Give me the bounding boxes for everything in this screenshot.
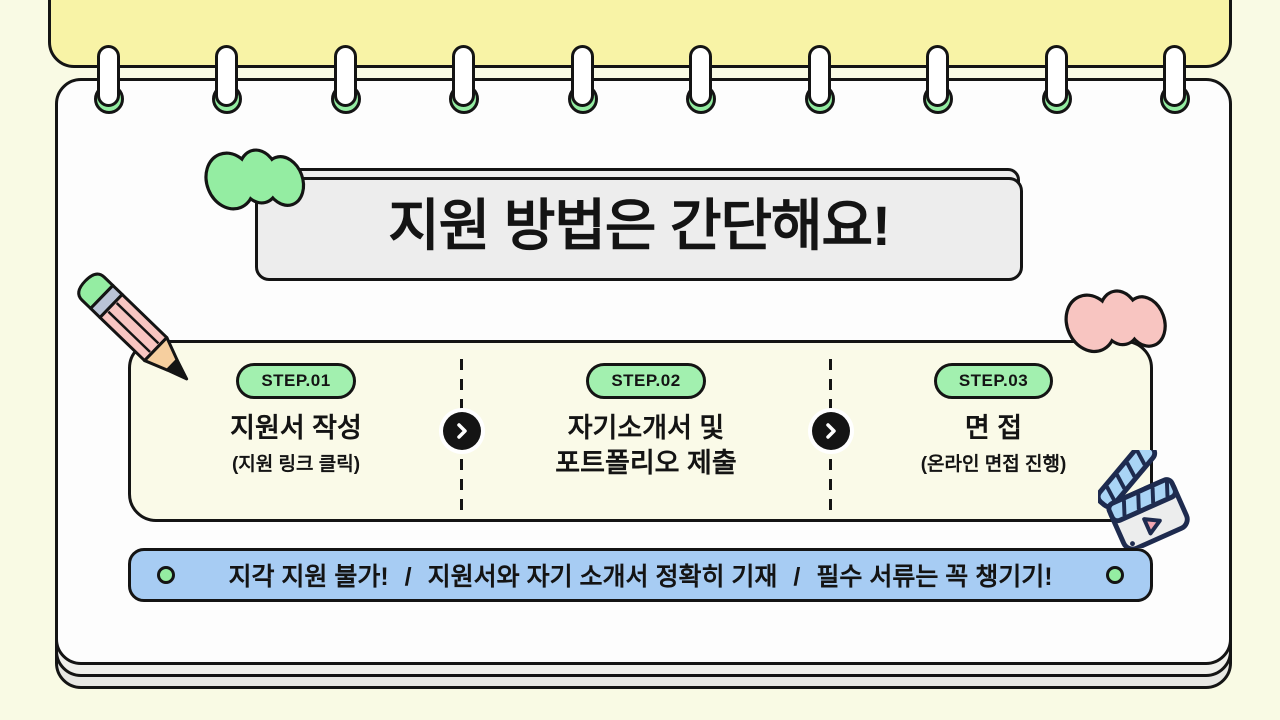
ring-loop — [97, 45, 120, 107]
step-2-title-line1: 자기소개서 및 — [567, 413, 725, 443]
step-3: STEP.03 면 접 (온라인 면접 진행) — [831, 343, 1156, 519]
ring-loop — [452, 45, 475, 107]
binder-ring-icon — [211, 45, 242, 114]
notice-text: 지각 지원 불가! / 지원서와 자기 소개서 정확히 기재 / 필수 서류는 꼭 챙기… — [228, 557, 1052, 593]
step-2: STEP.02 자기소개서 및 포트폴리오 제출 — [461, 343, 831, 519]
binder-ring-icon — [804, 45, 835, 114]
step-1-badge: STEP.01 — [236, 363, 356, 399]
ring-loop — [689, 45, 712, 107]
arrow-right-icon — [443, 412, 481, 450]
notice-segment-2: 지원서와 자기 소개서 정확히 기재 — [427, 563, 778, 591]
step-3-subtitle: (온라인 면접 진행) — [920, 453, 1067, 475]
slash-separator: / — [793, 563, 801, 591]
ring-loop — [926, 45, 949, 107]
ring-loop — [571, 45, 594, 107]
dot-icon — [1106, 566, 1124, 584]
slash-separator: / — [404, 563, 412, 591]
step-1-title: 지원서 작성 — [230, 413, 362, 443]
ring-loop — [334, 45, 357, 107]
notice-segment-3: 필수 서류는 꼭 챙기기! — [816, 563, 1053, 591]
binder-ring-icon — [685, 45, 716, 114]
notice-banner: 지각 지원 불가! / 지원서와 자기 소개서 정확히 기재 / 필수 서류는 꼭 챙기… — [128, 548, 1153, 602]
binder-ring-icon — [1159, 45, 1190, 114]
pencil-icon — [77, 272, 189, 381]
cloud-doodle-pink-icon — [1064, 289, 1167, 354]
arrow-right-icon — [812, 412, 850, 450]
page-title: 지원 방법은 간단해요! — [388, 193, 890, 257]
step-1: STEP.01 지원서 작성 (지원 링크 클릭) — [131, 343, 461, 519]
binder-ring-icon — [567, 45, 598, 114]
ring-loop — [808, 45, 831, 107]
step-2-badge: STEP.02 — [586, 363, 706, 399]
step-3-title: 면 접 — [964, 413, 1023, 443]
ring-loop — [1163, 45, 1186, 107]
notice-segment-1: 지각 지원 불가! — [228, 563, 389, 591]
step-2-title-line2: 포트폴리오 제출 — [555, 447, 737, 478]
binder-ring-icon — [448, 45, 479, 114]
dot-icon — [157, 566, 175, 584]
clapperboard-icon — [1098, 450, 1190, 548]
ring-loop — [1045, 45, 1068, 107]
step-3-badge: STEP.03 — [933, 363, 1054, 399]
step-1-subtitle: (지원 링크 클릭) — [231, 453, 361, 475]
binder-ring-icon — [922, 45, 953, 114]
notebook-cover — [48, 0, 1232, 68]
binder-ring-icon — [1041, 45, 1072, 114]
title-banner: 지원 방법은 간단해요! — [255, 168, 1023, 281]
cloud-doodle-green-icon — [204, 148, 306, 211]
ring-loop — [215, 45, 238, 107]
steps-panel: STEP.01 지원서 작성 (지원 링크 클릭) STEP.02 자기소개서 … — [128, 340, 1153, 522]
binder-ring-icon — [93, 45, 124, 114]
binder-ring-icon — [330, 45, 361, 114]
